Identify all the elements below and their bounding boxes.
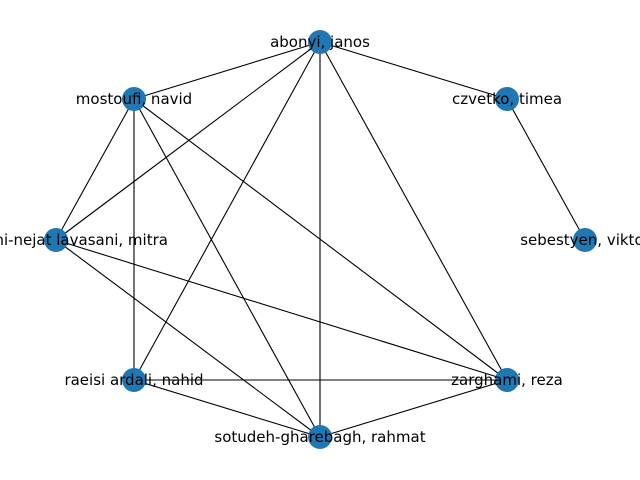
node-label-sotudeh: sotudeh-gharebagh, rahmat [214,428,425,446]
edge-sotudeh-zarghami [319,379,508,438]
edge-czvetko-sebestyen [506,98,586,241]
node-lavasani [44,228,68,252]
nodes-layer [44,30,597,449]
node-label-czvetko: czvetko, timea [452,90,562,108]
node-sotudeh [308,425,332,449]
node-zarghami [495,368,519,392]
edge-abonyi-raeisi [133,41,321,381]
edge-abonyi-czvetko [319,41,508,100]
node-label-abonyi: abonyi, janos [270,33,370,51]
node-label-zarghami: zarghami, reza [451,371,563,389]
edge-abonyi-mostoufi [133,41,321,100]
edge-raeisi-sotudeh [133,379,321,438]
edge-abonyi-lavasani [55,41,321,241]
edge-lavasani-zarghami [55,239,508,381]
node-czvetko [495,87,519,111]
edge-mostoufi-sotudeh [133,98,321,438]
node-label-mostoufi: mostoufi, navid [76,90,192,108]
edge-mostoufi-zarghami [133,98,508,381]
node-label-raeisi: raeisi ardali, nahid [64,371,203,389]
edge-lavasani-sotudeh [55,239,321,438]
edge-mostoufi-lavasani [55,98,135,241]
node-label-lavasani: hashemi-nejat lavasani, mitra [0,231,168,249]
node-label-sebestyen: sebestyen, viktor [520,231,640,249]
node-sebestyen [573,228,597,252]
labels-layer: abonyi, janos mostoufi, navid czvetko, tim… [0,33,640,446]
edge-abonyi-zarghami [319,41,508,381]
node-mostoufi [122,87,146,111]
node-raeisi [122,368,146,392]
node-abonyi [308,30,332,54]
edges-layer [55,41,586,438]
